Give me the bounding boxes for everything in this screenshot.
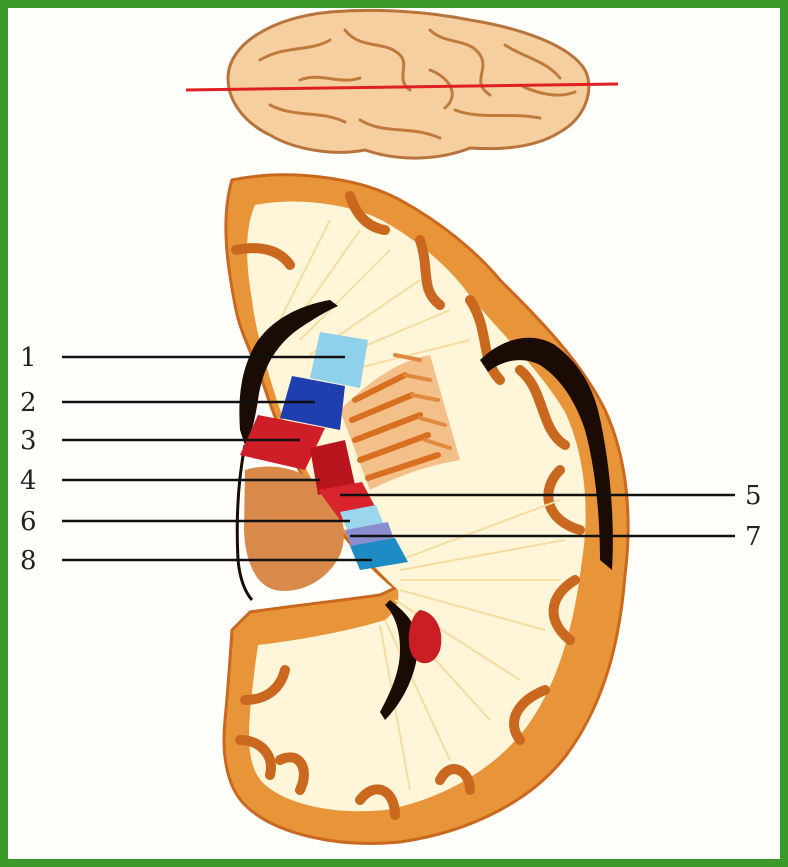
label-5: 5 — [745, 481, 762, 511]
label-2: 2 — [20, 388, 37, 418]
label-3: 3 — [20, 426, 37, 456]
label-7: 7 — [745, 522, 762, 552]
label-6: 6 — [20, 507, 37, 537]
brain-lateral-view — [186, 10, 618, 158]
label-1: 1 — [20, 343, 37, 373]
label-8: 8 — [20, 546, 37, 576]
horizontal-section — [224, 175, 628, 844]
band-1 — [310, 332, 368, 388]
label-4: 4 — [20, 466, 37, 496]
